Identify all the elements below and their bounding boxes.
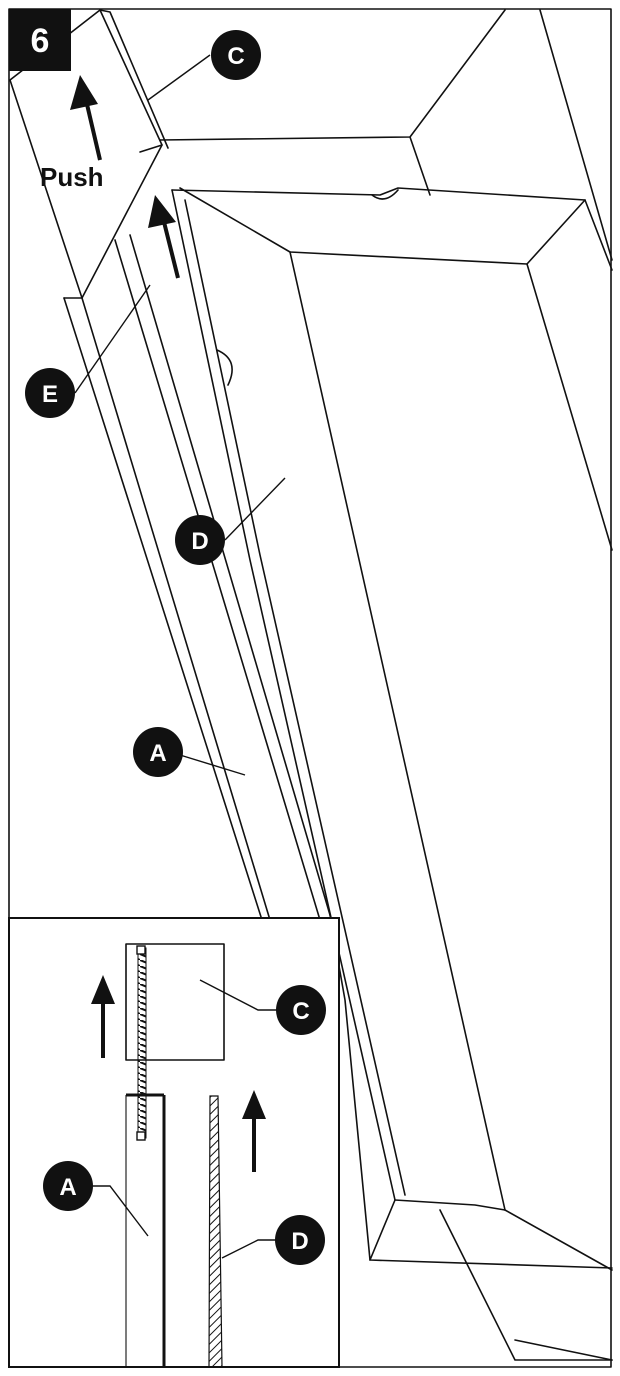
callout-main-d: D <box>175 515 225 565</box>
callout-main-c: C <box>211 30 261 80</box>
callout-inset-c: C <box>276 985 326 1035</box>
callout-inset-d: D <box>275 1215 325 1265</box>
push-label: Push <box>40 162 104 192</box>
leader-inset-a <box>92 1185 149 1237</box>
inset-arrow-left <box>91 975 115 1058</box>
leader-main-e <box>74 284 151 394</box>
push-arrow-middle <box>148 195 180 279</box>
inset-spring <box>137 947 147 1139</box>
inset-spring-top-cap <box>136 945 146 955</box>
background-right-edge <box>539 9 613 261</box>
inset-frame <box>8 917 340 1368</box>
svg-text:6: 6 <box>31 22 50 60</box>
frame-d <box>171 187 613 1361</box>
detail-inset <box>8 917 340 1368</box>
leader-main-d <box>224 477 286 541</box>
callout-main-e: E <box>25 368 75 418</box>
svg-text:C: C <box>227 43 244 70</box>
background-panel-corner <box>409 136 431 196</box>
leader-main-c <box>147 54 211 101</box>
leader-main-a <box>179 754 246 776</box>
push-arrow-top <box>70 75 102 161</box>
svg-text:A: A <box>59 1174 76 1201</box>
leader-inset-c <box>199 979 278 1011</box>
rail-e <box>81 234 331 921</box>
callout-main-a: A <box>133 727 183 777</box>
callout-inset-a: A <box>43 1161 93 1211</box>
svg-text:A: A <box>149 740 166 767</box>
leader-inset-d <box>221 1239 276 1259</box>
svg-text:D: D <box>291 1228 308 1255</box>
inset-arrow-right <box>242 1090 266 1172</box>
svg-text:C: C <box>292 998 309 1025</box>
inset-block-c <box>125 943 225 1061</box>
svg-text:E: E <box>42 381 58 408</box>
background-panel-edge <box>159 9 506 141</box>
step-number-badge: 6 <box>9 9 71 71</box>
inset-spring-bottom-cap <box>136 1131 146 1141</box>
inset-panel-d <box>208 1095 223 1368</box>
svg-text:D: D <box>191 528 208 555</box>
